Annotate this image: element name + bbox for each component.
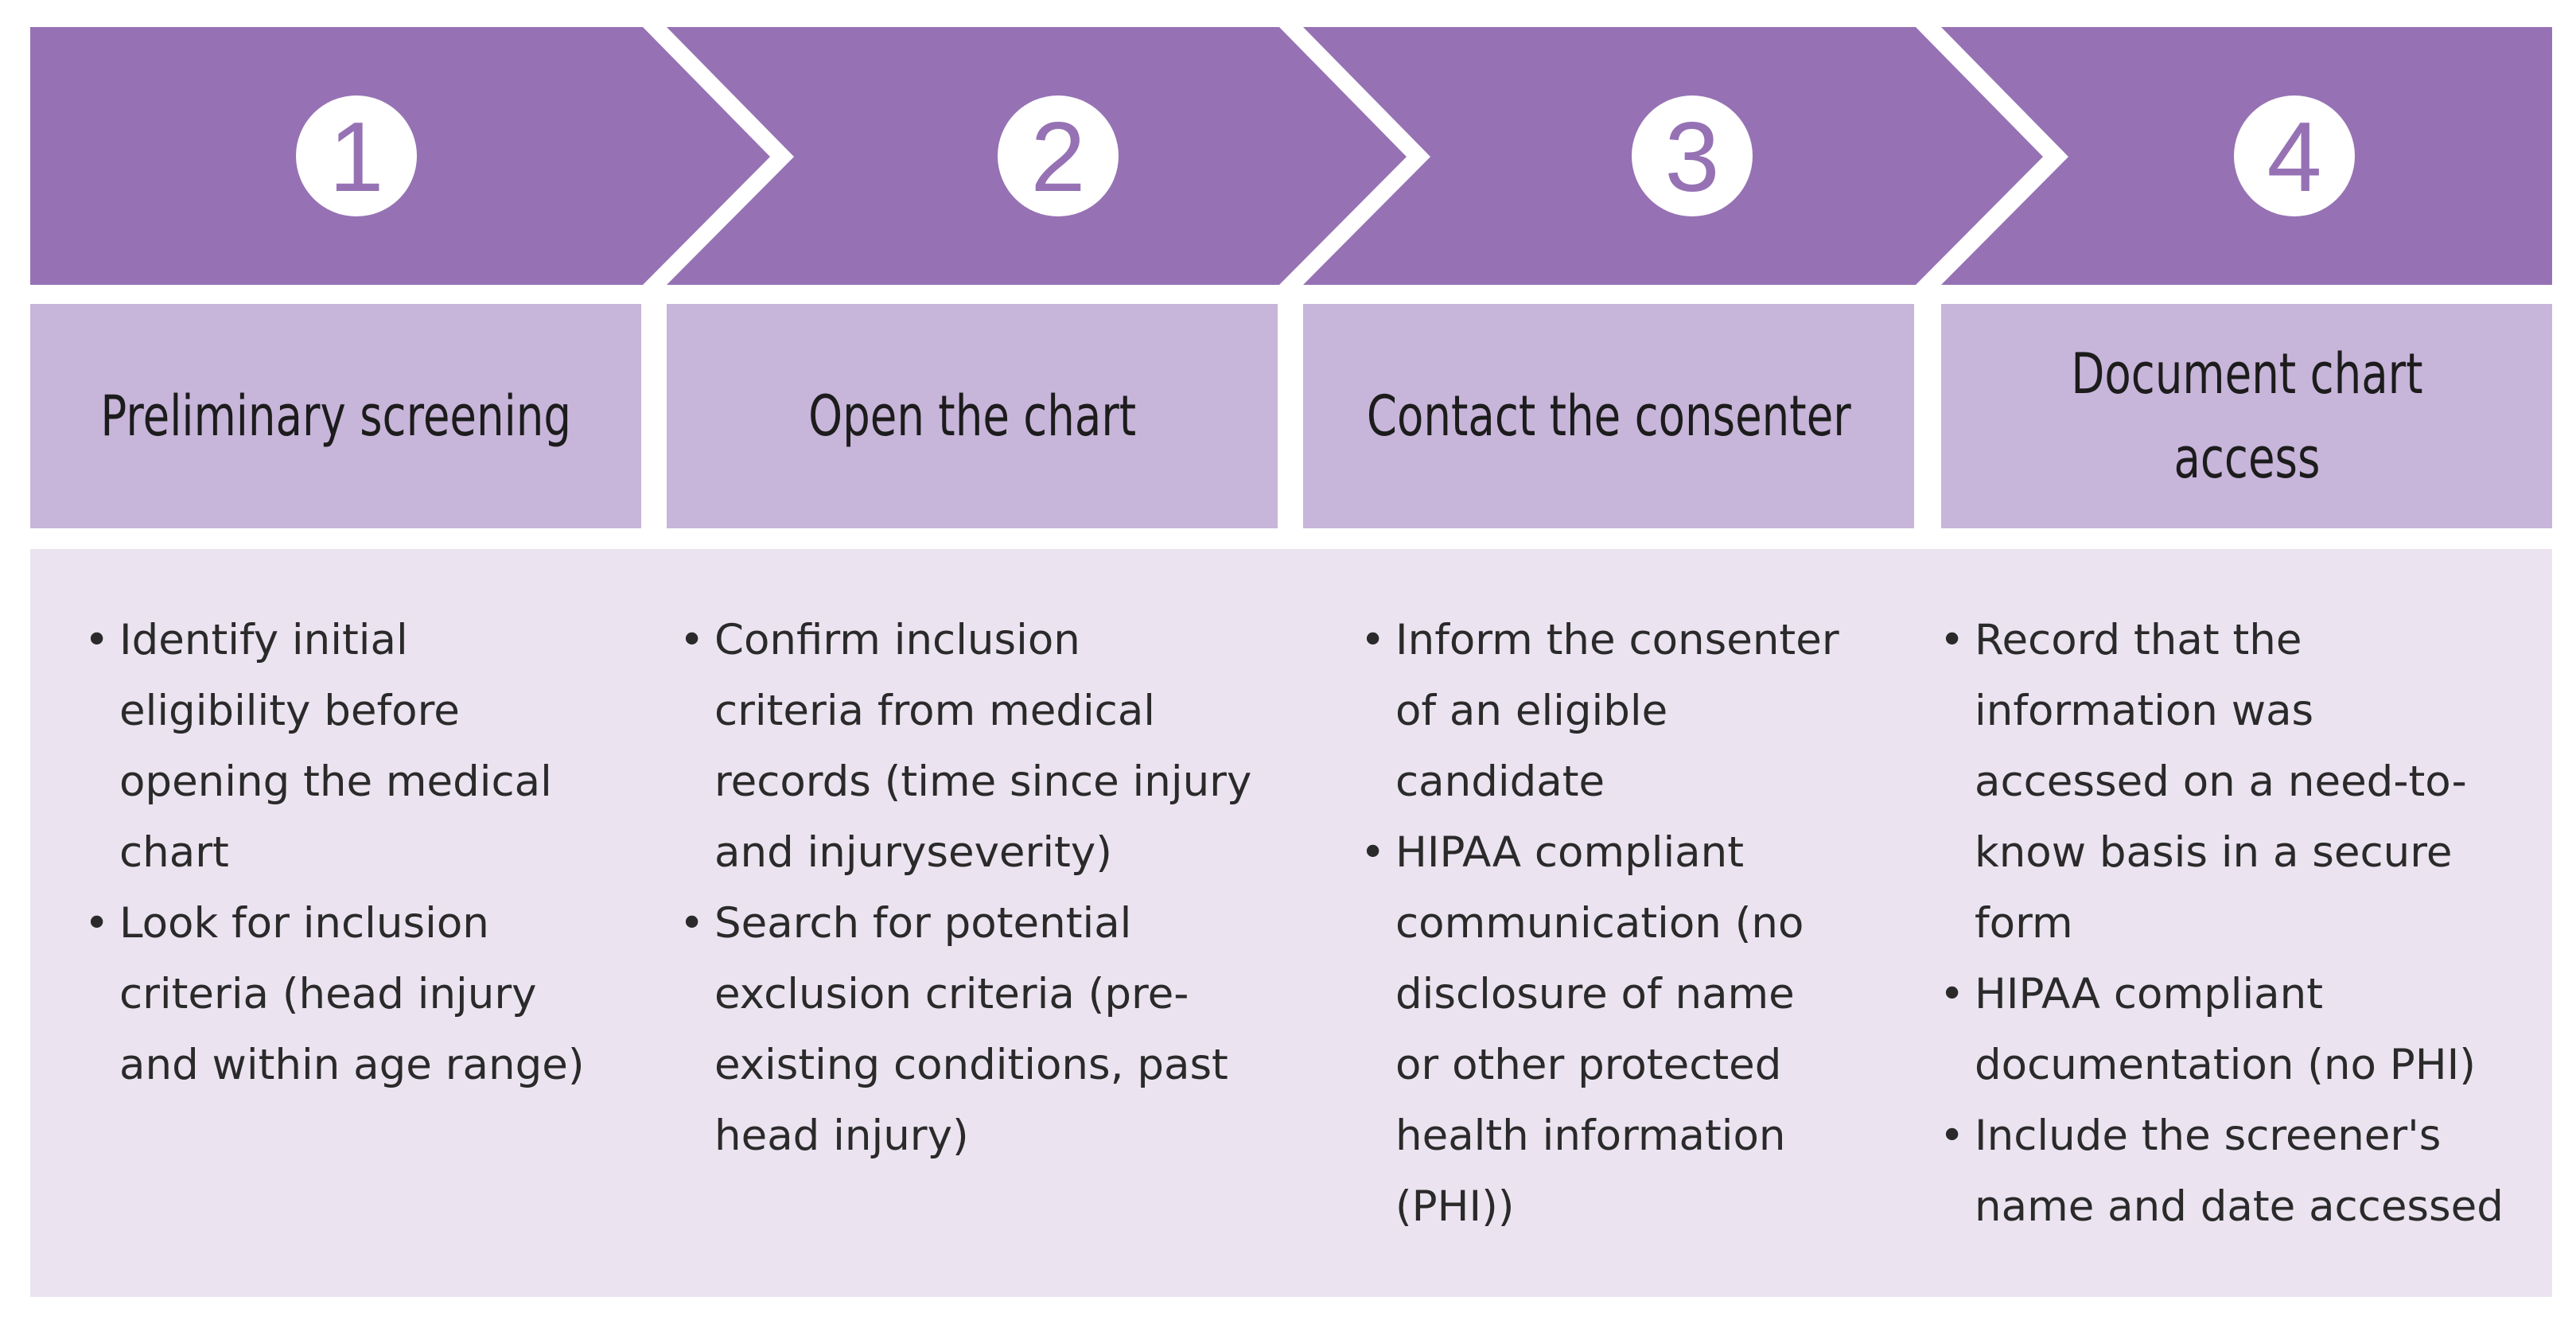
bullet-line: Search for potential <box>714 899 1132 948</box>
bullet-line: name and date accessed <box>1975 1182 2504 1231</box>
bullet-icon: • <box>1360 828 1386 877</box>
step-1-heading-line: Preliminary screening <box>100 384 571 449</box>
step-1-number: 1 <box>329 103 384 212</box>
step-2-number-circle <box>998 95 1119 216</box>
step-1-heading-box: Preliminary screening <box>30 304 641 528</box>
bullet-icon: • <box>679 616 705 664</box>
bullet-line: Inform the consenter <box>1395 616 1839 664</box>
list-item: • HIPAA compliant communication (no disc… <box>1354 817 1839 1242</box>
step-4-heading: Document chart access <box>2071 332 2422 500</box>
step-1-number-circle <box>296 95 417 216</box>
bullet-line: Identify initial <box>119 616 408 664</box>
bullet-icon: • <box>84 899 110 948</box>
list-item: • HIPAA compliant documentation (no PHI) <box>1933 959 2504 1100</box>
bullet-line: or other protected <box>1395 1041 1782 1089</box>
step-4-heading-line-1: Document chart <box>2070 341 2423 407</box>
bullet-line: health information <box>1395 1112 1786 1160</box>
bullet-line: HIPAA compliant <box>1975 970 2324 1018</box>
step-3-heading-line: Contact the consenter <box>1366 384 1851 449</box>
bullet-line: criteria (head injury <box>119 970 537 1018</box>
bullet-line: Look for inclusion <box>119 899 489 948</box>
bullet-icon: • <box>679 899 705 948</box>
bullet-line: Include the screener's <box>1975 1112 2442 1160</box>
step-4-bullet-list: • Record that the information was access… <box>1933 605 2504 1242</box>
list-item: • Include the screener's name and date a… <box>1933 1100 2504 1242</box>
bullet-line: existing conditions, past <box>714 1041 1228 1089</box>
bullet-line: form <box>1975 899 2073 948</box>
list-item: • Search for potential exclusion criteri… <box>673 888 1251 1171</box>
bullet-line: criteria from medical <box>714 687 1156 735</box>
bullet-line: communication (no <box>1395 899 1804 948</box>
step-3-number-circle <box>1632 95 1753 216</box>
bullet-line: chart <box>119 828 229 877</box>
bullet-line: and injuryseverity) <box>714 828 1112 877</box>
step-2-heading-line: Open the chart <box>807 384 1137 449</box>
bullet-line: information was <box>1975 687 2314 735</box>
bullet-line: eligibility before <box>119 687 460 735</box>
bullet-line: accessed on a need-to- <box>1975 757 2467 806</box>
step-2-heading-box: Open the chart <box>667 304 1278 528</box>
bullet-line: opening the medical <box>119 757 552 806</box>
bullet-line: know basis in a secure <box>1975 828 2453 877</box>
chevron-row: 1 2 3 4 <box>30 27 2552 285</box>
step-3-heading-box: Contact the consenter <box>1303 304 1914 528</box>
list-item: • Identify initial eligibility before op… <box>78 605 585 888</box>
step-4-heading-box: Document chart access <box>1941 304 2552 528</box>
bullet-line: Confirm inclusion <box>714 616 1080 664</box>
step-4-heading-line-2: access <box>2173 426 2320 491</box>
step-1-bullet-list: • Identify initial eligibility before op… <box>78 605 585 1100</box>
bullet-line: candidate <box>1395 757 1605 806</box>
step-2-heading: Open the chart <box>808 374 1136 458</box>
list-item: • Record that the information was access… <box>1933 605 2504 959</box>
bullet-line: disclosure of name <box>1395 970 1795 1018</box>
step-3-heading: Contact the consenter <box>1367 374 1851 458</box>
step-1-heading: Preliminary screening <box>100 374 571 458</box>
details-panel <box>30 549 2552 1297</box>
list-item: • Confirm inclusion criteria from medica… <box>673 605 1251 888</box>
bullet-line: Record that the <box>1975 616 2302 664</box>
bullet-icon: • <box>1940 616 1965 664</box>
bullet-line: head injury) <box>714 1112 969 1160</box>
step-4-number-circle <box>2234 95 2355 216</box>
bullet-line: (PHI)) <box>1395 1182 1515 1231</box>
bullet-line: records (time since injury <box>714 757 1252 806</box>
bullet-line: documentation (no PHI) <box>1975 1041 2476 1089</box>
bullet-line: exclusion criteria (pre- <box>714 970 1189 1018</box>
bullet-line: of an eligible <box>1395 687 1668 735</box>
bullet-line: and within age range) <box>119 1041 585 1089</box>
step-3-bullet-list: • Inform the consenter of an eligible ca… <box>1354 605 1839 1242</box>
bullet-icon: • <box>1940 970 1965 1018</box>
bullet-icon: • <box>1360 616 1386 664</box>
bullet-icon: • <box>84 616 110 664</box>
step-3-number: 3 <box>1665 103 1720 212</box>
step-2-number: 2 <box>1031 103 1086 212</box>
bullet-line: HIPAA compliant <box>1395 828 1745 877</box>
step-2-bullet-list: • Confirm inclusion criteria from medica… <box>673 605 1251 1171</box>
list-item: • Inform the consenter of an eligible ca… <box>1354 605 1839 817</box>
list-item: • Look for inclusion criteria (head inju… <box>78 888 585 1100</box>
bullet-icon: • <box>1940 1112 1965 1160</box>
step-4-number: 4 <box>2267 103 2322 212</box>
